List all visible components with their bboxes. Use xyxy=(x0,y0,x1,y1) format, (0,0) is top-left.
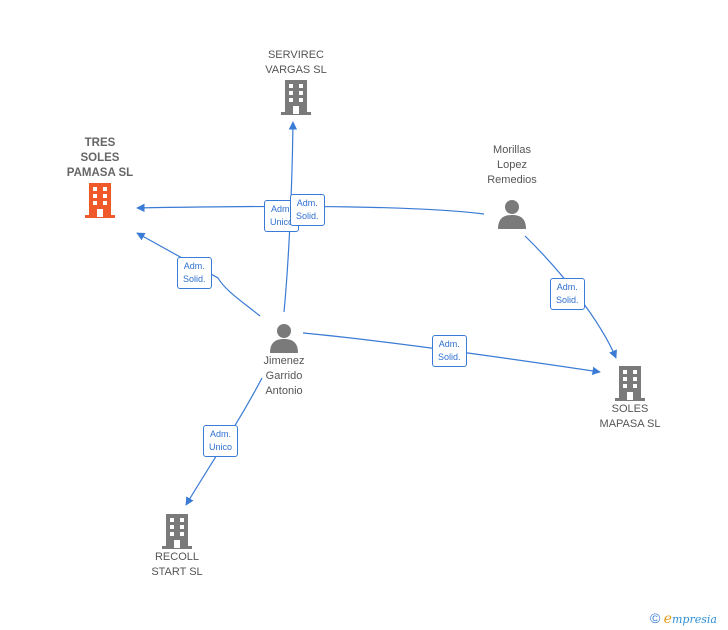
copyright-icon: © xyxy=(650,610,661,626)
building-icon xyxy=(85,183,115,218)
brand-logo-text: mpresia xyxy=(671,613,717,626)
building-icon xyxy=(281,80,311,115)
company-name: TRES SOLES PAMASA SL xyxy=(66,137,134,179)
edge-morillas-tres-soles xyxy=(136,203,485,215)
person-name: Morillas Lopez Remedios xyxy=(487,144,537,186)
edge-label-jimenez-soles-mapasa[interactable]: Adm. Solid. xyxy=(432,335,467,367)
building-icon xyxy=(162,514,192,549)
edge-label-jimenez-recoll[interactable]: Adm. Unico xyxy=(203,425,239,457)
edge-label-morillas-tres-soles[interactable]: Adm. Solid. xyxy=(290,194,325,226)
company-node-servirec[interactable]: SERVIREC VARGAS SL xyxy=(246,48,346,116)
company-node-recoll-start[interactable]: RECOLL START SL xyxy=(127,512,227,580)
building-icon xyxy=(615,366,645,401)
company-name: SOLES MAPASA SL xyxy=(599,403,661,430)
edge-label-jimenez-tres-soles[interactable]: Adm. Solid. xyxy=(177,257,212,289)
company-name: SERVIREC VARGAS SL xyxy=(265,49,327,76)
brand-logo-initial: e xyxy=(663,611,672,627)
empresia-footer[interactable]: © empresia xyxy=(650,610,717,627)
person-name: Jimenez Garrido Antonio xyxy=(263,355,305,397)
person-icon xyxy=(270,324,298,353)
company-node-soles-mapasa[interactable]: SOLES MAPASA SL xyxy=(580,364,680,432)
company-node-tres-soles-pamasa[interactable]: TRES SOLES PAMASA SL xyxy=(50,136,150,219)
edge-label-morillas-soles-mapasa[interactable]: Adm. Solid. xyxy=(550,278,585,310)
person-node-jimenez[interactable]: Jimenez Garrido Antonio xyxy=(234,322,334,399)
person-icon xyxy=(498,200,526,229)
company-name: RECOLL START SL xyxy=(151,551,203,578)
edge-jimenez-tres-soles xyxy=(136,232,261,317)
person-node-morillas[interactable]: Morillas Lopez Remedios xyxy=(462,143,562,230)
